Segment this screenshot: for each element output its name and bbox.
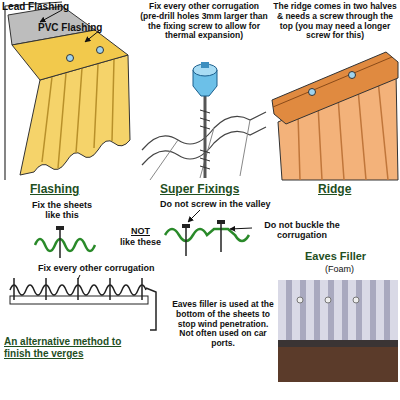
ridge-cap <box>272 52 398 124</box>
sheet-profile <box>35 239 95 251</box>
screws <box>14 278 142 300</box>
instruction-note: Fix every other corrugation (pre-drill h… <box>140 2 268 41</box>
wall-line <box>4 6 5 180</box>
instruction-note: Fix every other corrugation <box>38 263 178 273</box>
screw-head <box>325 297 331 303</box>
screw-thread <box>200 110 210 169</box>
verge-illustration <box>10 275 156 330</box>
section-heading: Super Fixings <box>160 183 260 197</box>
instruction-note: NOT <box>113 226 168 236</box>
section-heading: Ridge <box>318 183 378 197</box>
instruction-note: like these <box>113 237 168 247</box>
screw-head <box>309 89 316 96</box>
screw-head <box>217 220 225 224</box>
screw-shaft <box>204 92 207 178</box>
pvc-flashing <box>12 30 128 80</box>
instruction-note: Do not buckle the corrugation <box>252 220 352 241</box>
correct-fixing <box>35 226 95 258</box>
instruction-note: Fix the sheets like this <box>28 200 96 221</box>
super-fixing-illustration <box>142 62 266 180</box>
flashing-screws <box>67 47 104 62</box>
ridge-screws <box>309 72 356 96</box>
eaves-filler-photo <box>278 280 398 382</box>
screw-head <box>182 224 190 228</box>
leader-line <box>188 210 200 222</box>
screw-head <box>349 72 356 79</box>
screw-head <box>56 226 64 230</box>
screw-head <box>67 55 74 62</box>
foam-filler <box>278 340 398 347</box>
callout-label: Lead Flashing <box>2 1 92 13</box>
screw-head <box>297 297 303 303</box>
flashing-illustration <box>5 2 130 180</box>
section-heading: An alternative method to finish the verg… <box>4 336 144 359</box>
screw-shaft <box>59 228 61 258</box>
leader-line <box>78 275 80 279</box>
screw-head <box>201 62 209 68</box>
ridge-line <box>273 57 392 107</box>
beam <box>10 296 148 304</box>
ridge-illustration <box>272 52 398 180</box>
instruction-note: Do not screw in the valley <box>160 199 300 209</box>
instruction-note: Eaves filler is used at the bottom of th… <box>170 300 276 349</box>
section-heading: Eaves Filler <box>305 250 395 263</box>
screw-shaft <box>185 226 187 256</box>
incorrect-fixing <box>165 210 252 256</box>
callout-label: PVC Flashing <box>38 22 118 34</box>
screw-shaft <box>220 222 222 252</box>
sheet-profile <box>165 229 249 241</box>
callout-label: (Foam) <box>325 264 385 274</box>
screw-head <box>97 47 104 54</box>
verge-trim <box>146 288 156 330</box>
leader-line <box>230 228 252 229</box>
instruction-note: The ridge comes in two halves & needs a … <box>272 2 398 41</box>
section-heading: Flashing <box>30 183 110 197</box>
timber <box>278 347 398 382</box>
screw-head <box>353 297 359 303</box>
sheet-photo <box>278 280 398 342</box>
